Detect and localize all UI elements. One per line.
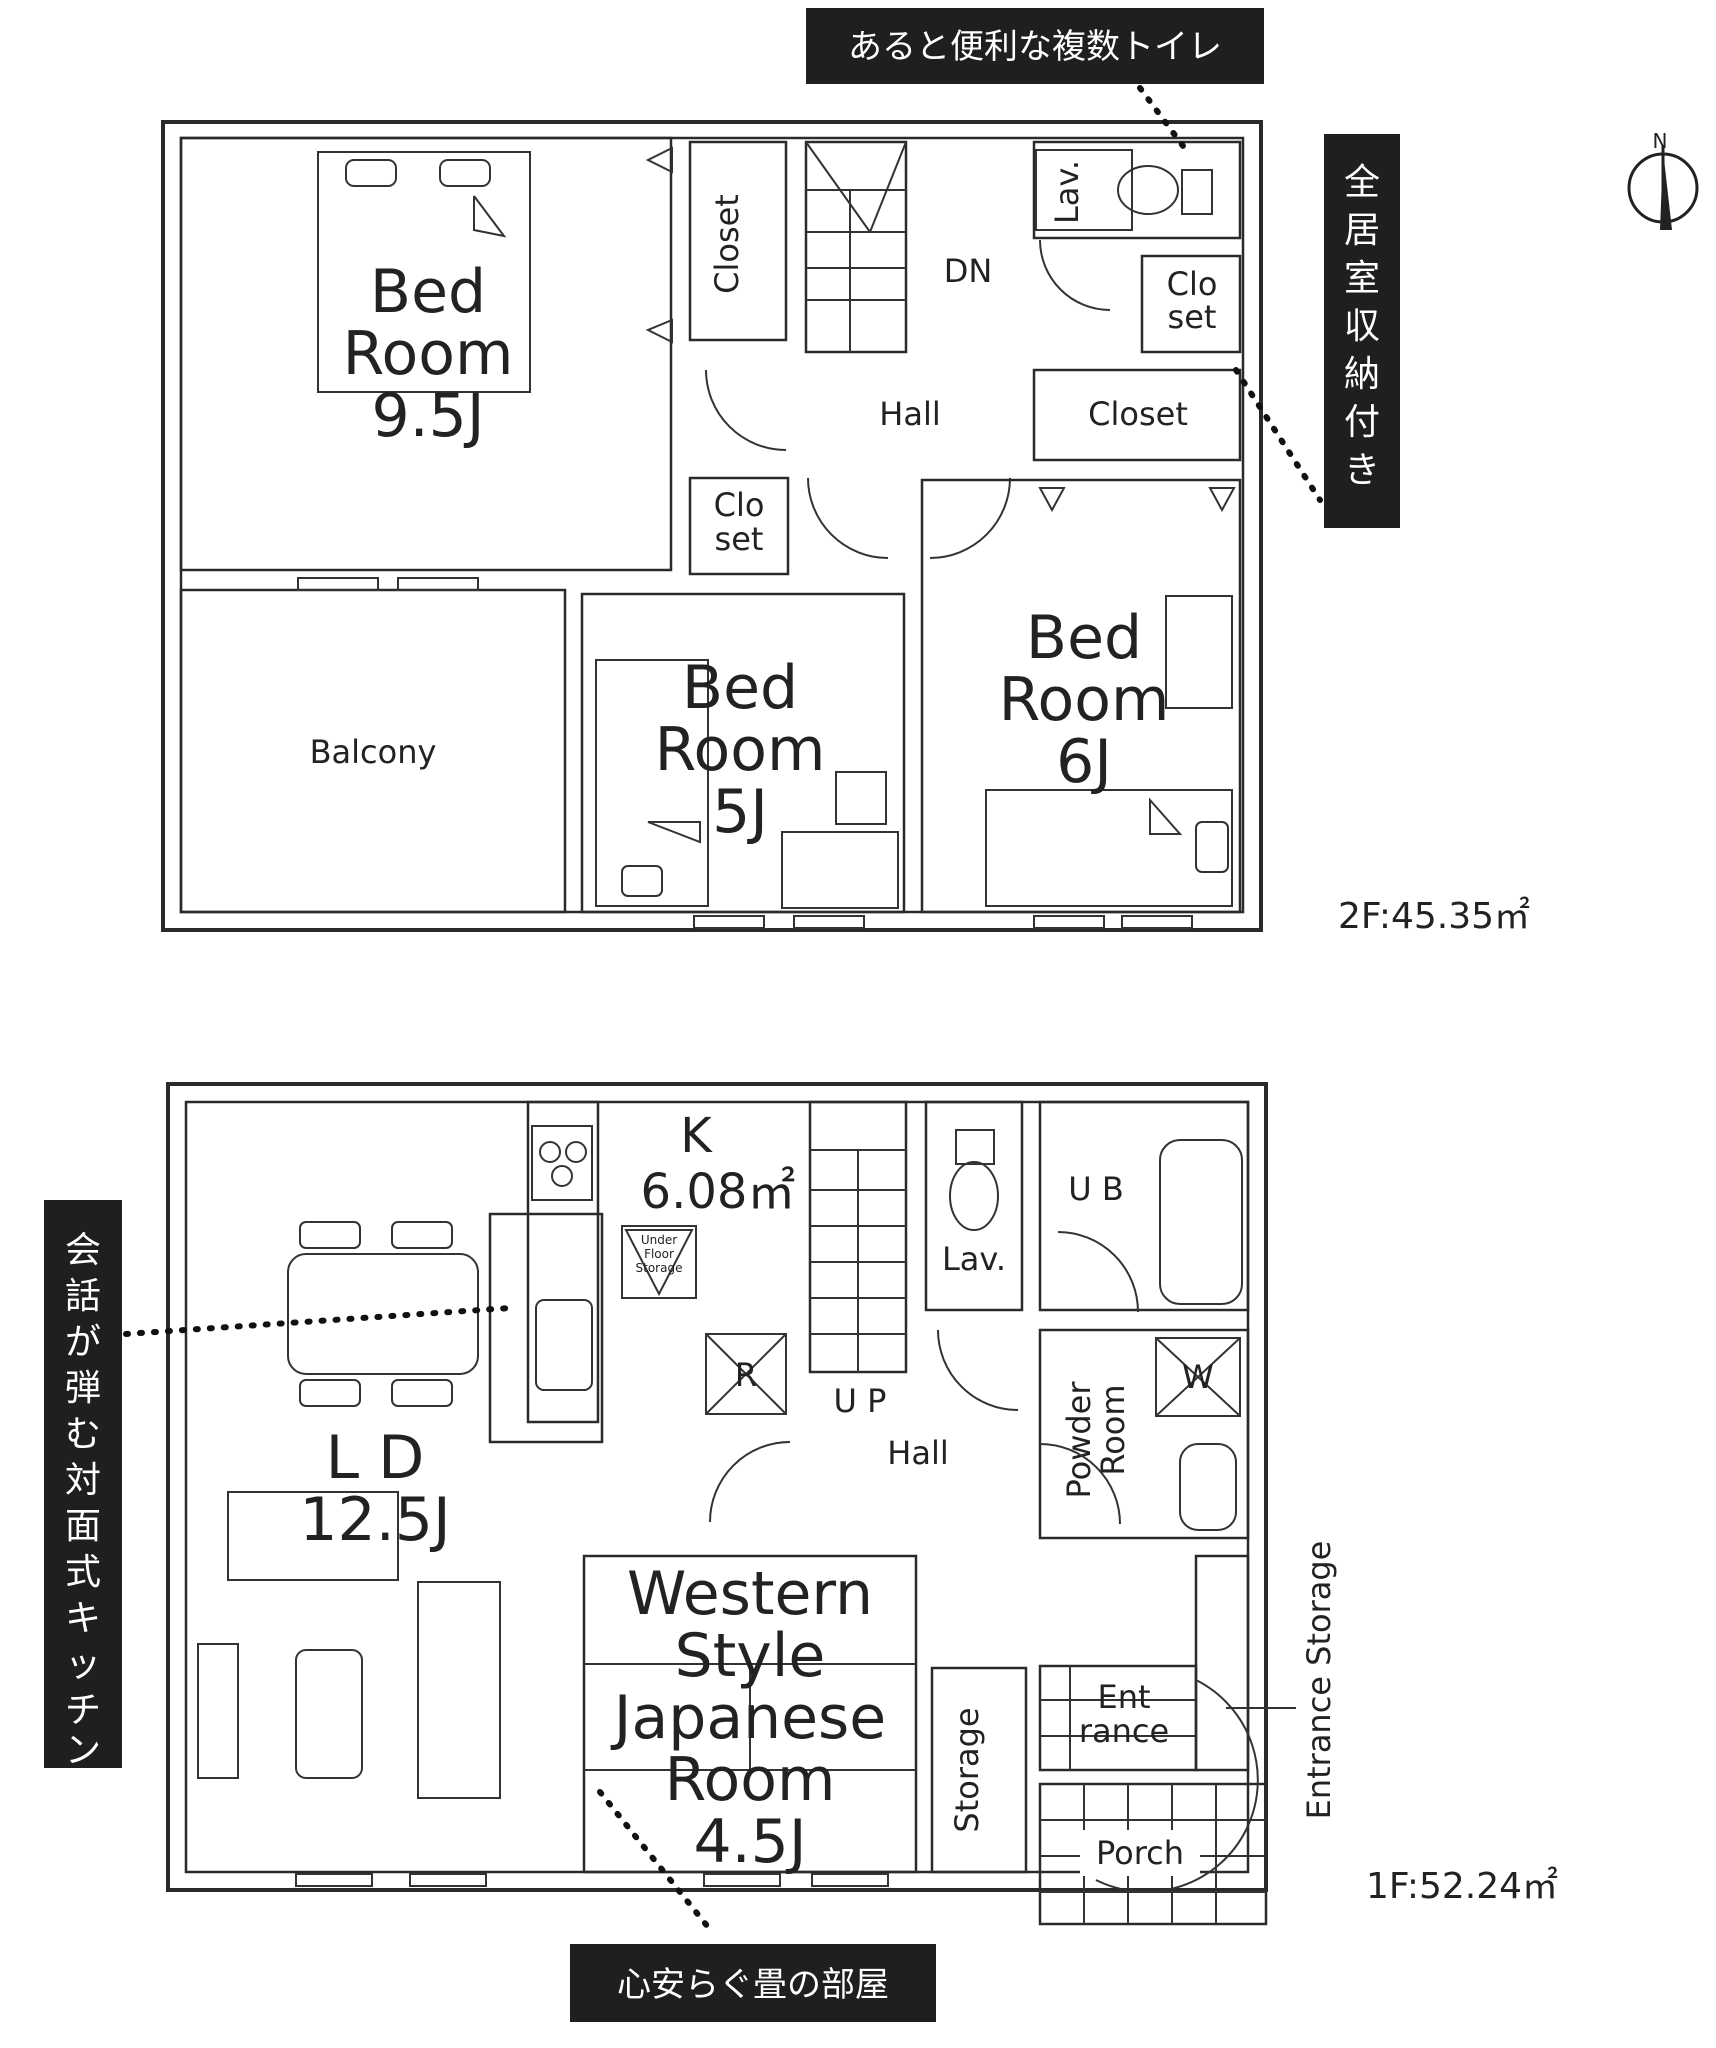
closet-horizontal (1032, 368, 1242, 462)
closet1-line2: set (715, 520, 764, 558)
room-kitchen: K 6.08㎡ Under Floor Storage R (488, 1100, 796, 1523)
staircase-2f (804, 140, 908, 354)
storage-1f (930, 1666, 1028, 1874)
callout-kitchen-char-2: 話 (65, 1276, 101, 1317)
room-ld: L D 12.5J (197, 1221, 501, 1799)
washer-label: W (1182, 1358, 1214, 1396)
callout-kitchen-char-12: ン (65, 1730, 101, 1771)
under-floor-line3: Storage (636, 1261, 683, 1275)
room-powder (1038, 1328, 1250, 1540)
toilet-2f (1032, 140, 1242, 240)
entrance-storage (1194, 1554, 1250, 1772)
hall-2f-label: Hall (879, 395, 940, 433)
balcony-label: Balcony (310, 733, 437, 771)
bed2-label-line1: Bed (682, 653, 798, 723)
callout-kitchen-char-5: む (65, 1414, 101, 1455)
callout-storage-char-6: 付 (1344, 402, 1380, 443)
closet-vertical (688, 140, 788, 342)
callout-storage-char-3: 室 (1344, 258, 1380, 299)
callout-storage-char-7: き (1344, 450, 1380, 491)
callout-kitchen-char-9: キ (65, 1598, 101, 1639)
japanese-line2: Style (675, 1621, 826, 1691)
closet1-line1: Clo (714, 486, 765, 524)
toilet-1f (924, 1100, 1024, 1312)
porch-label: Porch (1096, 1834, 1184, 1872)
under-floor-line1: Under (641, 1233, 677, 1247)
callout-tatami: 心安らぐ畳の部屋 (570, 1789, 936, 2022)
room-bed-6j (920, 478, 1242, 914)
up-label: U P (834, 1382, 887, 1420)
ld-size: 12.5J (299, 1485, 450, 1555)
callout-storage-char-5: 納 (1344, 354, 1380, 395)
storage-label: Storage (948, 1707, 986, 1832)
room-japanese: Western Style Japanese Room 4.5J (582, 1554, 918, 1877)
area-2f: 2F:45.35㎡ (1338, 895, 1530, 937)
room-unit-bath (1038, 1100, 1250, 1312)
bed3-label-line2: Room (999, 665, 1170, 735)
second-floor: Bed Room 9.5J Balcony Closet DN Lav. (161, 120, 1530, 937)
powder-line2: Room (1094, 1384, 1132, 1475)
fridge-label: R (735, 1356, 757, 1394)
under-floor-line2: Floor (644, 1247, 674, 1261)
dn-label: DN (944, 252, 993, 290)
closet2-line1: Clo (1167, 265, 1218, 303)
bed3-label-line1: Bed (1026, 603, 1142, 673)
callout-toilet: あると便利な複数トイレ (806, 8, 1264, 153)
japanese-line3: Japanese (610, 1683, 886, 1753)
bed1-size: 9.5J (371, 381, 484, 451)
callout-storage: 全 居 室 収 納 付 き (1233, 134, 1400, 528)
callout-storage-char-4: 収 (1344, 306, 1380, 347)
callout-toilet-text: あると便利な複数トイレ (848, 27, 1222, 67)
staircase-1f (808, 1100, 908, 1374)
bed3-size: 6J (1056, 727, 1112, 797)
entrance-line2: rance (1079, 1712, 1169, 1750)
closet2-line2: set (1168, 298, 1217, 336)
porch (1038, 1782, 1268, 1926)
2f-outer-wall (161, 120, 1263, 932)
compass: N (1627, 129, 1699, 230)
bed2-size: 5J (712, 777, 768, 847)
callout-kitchen: 会 話 が 弾 む 対 面 式 キ ッ チ ン (44, 1200, 513, 1771)
japanese-size: 4.5J (693, 1807, 806, 1877)
entrance-line1: Ent (1097, 1678, 1150, 1716)
kitchen-label-line1: K (680, 1108, 713, 1164)
closet-h-label: Closet (1088, 395, 1188, 433)
callout-tatami-text: 心安らぐ畳の部屋 (617, 1965, 889, 2005)
callout-kitchen-char-8: 式 (65, 1552, 101, 1593)
hall-1f-label: Hall (887, 1434, 948, 1472)
callout-kitchen-char-1: 会 (65, 1230, 101, 1271)
ld-label-line1: L D (326, 1423, 425, 1493)
lav-2f-label: Lav. (1048, 160, 1086, 224)
callout-kitchen-char-11: チ (65, 1690, 101, 1731)
bed1-label-line1: Bed (370, 257, 486, 327)
closet-small-2f-mid (688, 476, 790, 576)
double-bed (317, 151, 531, 393)
bed1-label-line2: Room (343, 319, 514, 389)
japanese-line4: Room (665, 1745, 836, 1815)
ub-label: U B (1068, 1170, 1124, 1208)
closet-v-label: Closet (708, 194, 746, 294)
callout-storage-char-1: 全 (1344, 162, 1380, 203)
lav-1f-label: Lav. (942, 1240, 1006, 1278)
callout-kitchen-char-6: 対 (65, 1460, 101, 1501)
callout-kitchen-char-4: 弾 (65, 1368, 101, 1409)
callout-kitchen-char-3: が (65, 1322, 101, 1363)
area-1f: 1F:52.24㎡ (1366, 1865, 1558, 1907)
closet-small-2f-right (1140, 254, 1242, 354)
japanese-line1: Western (627, 1559, 873, 1629)
1f-outer-wall (166, 1082, 1268, 1892)
compass-north-label: N (1653, 129, 1668, 153)
bed2-label-line2: Room (655, 715, 826, 785)
callout-storage-char-2: 居 (1344, 210, 1380, 251)
first-floor: L D 12.5J K 6.08㎡ Under Floor Storage R (166, 1082, 1558, 1926)
room-bed-9-5j (179, 136, 673, 572)
callout-kitchen-char-7: 面 (65, 1506, 101, 1547)
powder-line1: Powder (1060, 1381, 1098, 1499)
kitchen-area: 6.08㎡ (641, 1164, 796, 1220)
entrance-storage-label: Entrance Storage (1300, 1541, 1338, 1820)
callout-kitchen-char-10: ッ (65, 1644, 101, 1685)
room-bed-5j (580, 592, 906, 914)
